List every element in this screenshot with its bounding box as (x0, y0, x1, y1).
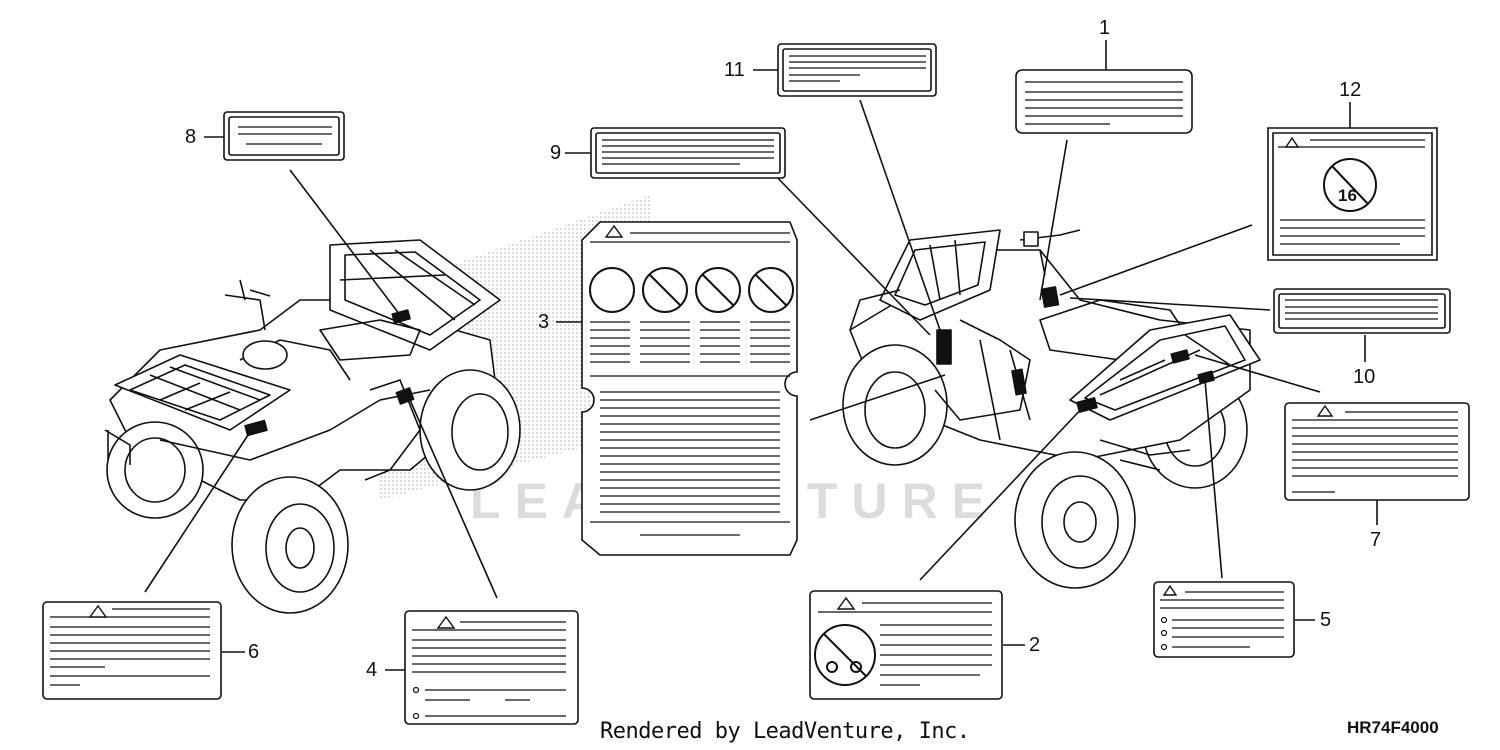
warning-triangle-icon (836, 596, 856, 610)
bullet-points (412, 616, 1168, 720)
warning-triangle-icon (604, 224, 624, 238)
prohibition-icons (589, 158, 1377, 686)
warning-triangle-icon (88, 604, 108, 618)
callout-7[interactable]: 7 (1370, 529, 1382, 551)
label-text-lines (50, 55, 1458, 717)
no-passenger-icon (589, 267, 635, 313)
warning-triangle-icon (1316, 404, 1334, 417)
leader-lines (144, 40, 1378, 671)
warning-triangle-icon (436, 615, 456, 629)
callout-12[interactable]: 12 (1339, 79, 1362, 101)
callout-10[interactable]: 10 (1353, 366, 1376, 388)
callout-1[interactable]: 1 (1099, 17, 1111, 39)
callout-2[interactable]: 2 (1029, 634, 1041, 656)
callout-11[interactable]: 11 (724, 59, 745, 81)
callout-8[interactable]: 8 (185, 126, 197, 148)
age-warning-number: 16 (1338, 186, 1357, 205)
callout-4[interactable]: 4 (366, 659, 378, 681)
callout-3[interactable]: 3 (538, 311, 550, 333)
callout-9[interactable]: 9 (550, 142, 562, 164)
rendered-by-footer: Rendered by LeadVenture, Inc. (600, 719, 970, 744)
callout-5[interactable]: 5 (1320, 609, 1332, 631)
atv-front-left-view (104, 239, 521, 614)
warning-triangle-icon (1284, 136, 1300, 148)
part-code: HR74F4000 (1347, 718, 1439, 737)
atv-rear-right-view (842, 229, 1261, 589)
callout-6[interactable]: 6 (248, 641, 260, 663)
warning-triangle-icons (88, 136, 1334, 629)
warning-triangle-icon (1162, 584, 1178, 596)
